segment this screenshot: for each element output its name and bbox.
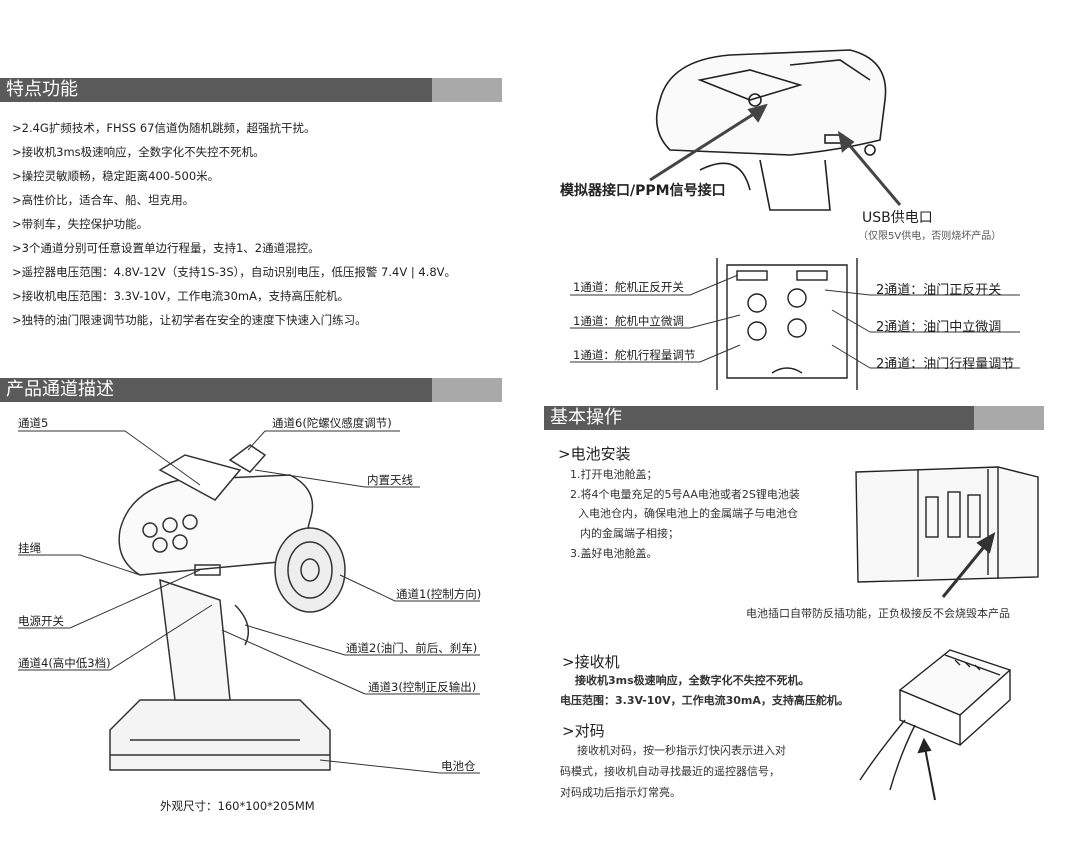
panel-leader-lines	[570, 274, 1020, 369]
panel-left-3: 1通道：舵机行程量调节	[573, 348, 696, 362]
port-arrows	[649, 103, 902, 206]
receiver-heading: >接收机	[562, 653, 620, 671]
label-ch2: 通道2(油门、前后、刹车)	[346, 641, 478, 655]
panel-right-1: 2通道：油门正反开关	[876, 283, 1002, 298]
feature-item: >高性价比，适合车、船、坦克用。	[12, 193, 195, 207]
feature-item: >3个通道分别可任意设置单边行程量，支持1、2通道混控。	[12, 241, 320, 255]
panel-left-1: 1通道：舵机正反开关	[573, 280, 684, 294]
battery-heading: >电池安装	[558, 445, 631, 463]
receiver-line: 接收机3ms极速响应，全数字化不失控不死机。	[575, 674, 810, 687]
usb-label: USB供电口	[862, 210, 933, 226]
label-ch3: 通道3(控制正反输出)	[368, 680, 477, 694]
pairing-line: 接收机对码，按一秒指示灯快闪表示进入对	[577, 744, 786, 757]
usb-note: （仅限5V供电，否则烧坏产品）	[858, 231, 1002, 242]
size-caption: 外观尺寸：160*100*205MM	[160, 799, 315, 813]
battery-compartment-illustration	[855, 466, 1039, 598]
feature-item: >接收机3ms极速响应，全数字化不失控不死机。	[12, 145, 265, 159]
feature-item: >2.4G扩频技术，FHSS 67信道伪随机跳频，超强抗干扰。	[12, 121, 316, 135]
battery-step: 内的金属端子相接；	[580, 527, 679, 540]
label-power: 电源开关	[18, 614, 64, 628]
panel-right-2: 2通道：油门中立微调	[876, 320, 1002, 335]
feature-item: >操控灵敏顺畅，稳定距离400-500米。	[12, 169, 220, 183]
feature-item: >带刹车，失控保护功能。	[12, 217, 149, 231]
label-ch6: 通道6(陀螺仪感度调节)	[272, 416, 392, 430]
battery-step: 入电池仓内，确保电池上的金属端子与电池仓	[578, 507, 798, 520]
label-ch4: 通道4(高中低3档)	[18, 656, 111, 670]
pairing-line: 码模式，接收机自动寻找最近的遥控器信号，	[560, 765, 780, 778]
features-title: 特点功能	[6, 79, 78, 100]
battery-step: 3.盖好电池舱盖。	[570, 547, 658, 560]
label-ch5: 通道5	[18, 416, 49, 430]
battery-note: 电池插口自带防反插功能，正负极接反不会烧毁本产品	[746, 607, 1010, 620]
transmitter-illustration	[18, 430, 480, 774]
sim-port-label: 模拟器接口/PPM信号接口	[560, 183, 726, 199]
feature-item: >独特的油门限速调节功能，让初学者在安全的速度下快速入门练习。	[12, 313, 367, 327]
basic-title: 基本操作	[550, 407, 622, 428]
transmitter-top-illustration	[655, 49, 887, 211]
label-strap: 挂绳	[18, 541, 41, 555]
features-title-bar: 特点功能	[0, 78, 502, 102]
channels-title-bar: 产品通道描述	[0, 378, 502, 402]
receiver-illustration	[859, 649, 1012, 801]
channels-title: 产品通道描述	[6, 379, 114, 400]
panel-left-2: 1通道：舵机中立微调	[573, 314, 684, 328]
basic-title-bar: 基本操作	[544, 406, 1044, 430]
battery-step: 1.打开电池舱盖；	[570, 468, 658, 481]
feature-item: >接收机电压范围：3.3V-10V，工作电流30mA，支持高压舵机。	[12, 289, 349, 303]
pairing-line: 对码成功后指示灯常亮。	[560, 786, 681, 799]
feature-item: >遥控器电压范围：4.8V-12V（支持1S-3S），自动识别电压，低压报警 7…	[12, 265, 457, 279]
receiver-line: 电压范围：3.3V-10V，工作电流30mA，支持高压舵机。	[560, 694, 849, 707]
label-antenna: 内置天线	[367, 473, 413, 487]
label-ch1: 通道1(控制方向)	[396, 587, 482, 601]
battery-step: 2.将4个电量充足的5号AA电池或者2S锂电池装	[570, 488, 800, 501]
label-battery: 电池仓	[441, 759, 476, 773]
pairing-heading: >对码	[562, 722, 605, 740]
